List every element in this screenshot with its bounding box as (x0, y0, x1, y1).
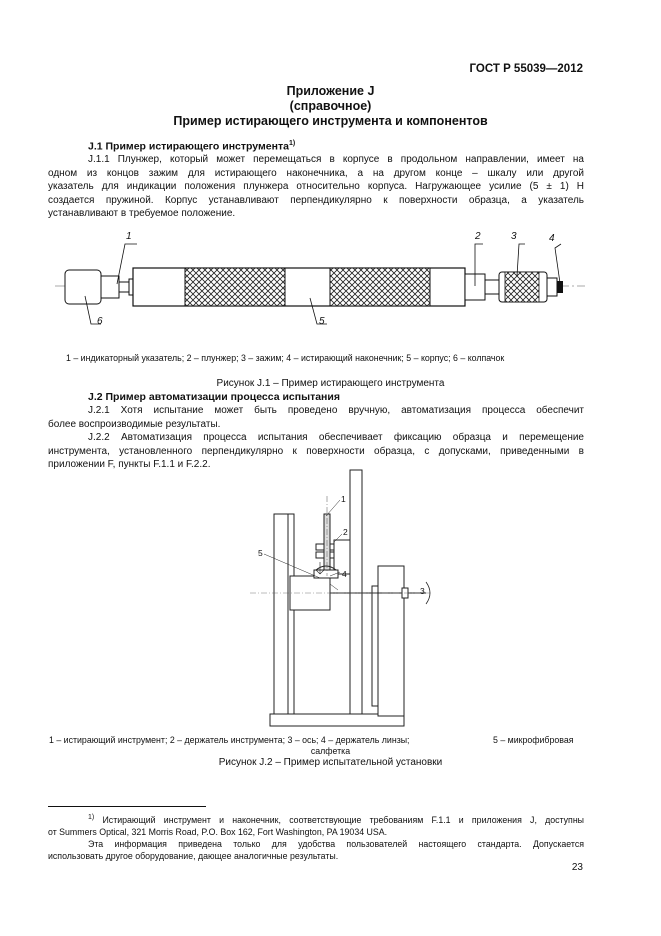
para-line: J.2.1 Хотя испытание может быть проведен… (88, 405, 584, 416)
clamp-part (498, 271, 548, 303)
appendix-title: Приложение J (286, 84, 375, 98)
figure1-legend: 1 – индикаторный указатель; 2 – плунжер;… (66, 353, 505, 363)
para-line: создается пружиной. Корпус устанавливают… (48, 194, 584, 206)
section-j2-paragraph-2: J.2.2 Автоматизация процесса испытания о… (48, 431, 584, 472)
fig1-label-4: 4 (549, 233, 555, 244)
figure2-legend-cont: 5 – микрофибровая (493, 735, 574, 745)
para-line: более воспроизводимые результаты. (48, 418, 221, 430)
section-j1-heading: J.1 Пример истирающего инструмента1) (88, 140, 296, 153)
para-line: J.2.2 Автоматизация процесса испытания о… (88, 432, 584, 443)
cap-part (64, 269, 120, 305)
fig2-label-3: 3 (420, 586, 425, 596)
fig2-label-2: 2 (343, 527, 348, 537)
housing-part (132, 267, 466, 307)
fig2-label-4: 4 (342, 569, 347, 579)
fig1-label-2: 2 (475, 231, 481, 242)
indicator-part (118, 281, 130, 293)
para-line: указатель для индикации положения плунже… (48, 181, 584, 192)
fig1-label-6: 6 (97, 316, 103, 327)
tip-part (546, 277, 558, 297)
page-number: 23 (571, 862, 583, 873)
figure2-caption: Рисунок J.2 – Пример испытательной устан… (218, 757, 443, 768)
para-line: J.1.1 Плунжер, который может перемещатьс… (88, 154, 584, 165)
appendix-subtitle: Пример истирающего инструмента и компоне… (173, 114, 488, 128)
para-line: устанавливают в требуемое положение. (48, 208, 236, 219)
section-j2-heading: J.2 Пример автоматизации процесса испыта… (88, 391, 340, 403)
fig1-label-5: 5 (319, 316, 325, 327)
footnote-text: Истирающий инструмент и наконечник, соот… (102, 814, 585, 825)
footnote-divider (48, 806, 206, 807)
section-j1-paragraph: J.1.1 Плунжер, который может перемещатьс… (48, 153, 584, 221)
figure2-legend-wrap: салфетка (310, 746, 351, 756)
para-line: приложении F, пункты F.1.1 и F.2.2. (48, 459, 211, 470)
section-j2-paragraph-1: J.2.1 Хотя испытание может быть проведен… (48, 404, 584, 431)
fig1-label-3: 3 (511, 231, 517, 242)
footnote-ref: 1) (288, 140, 296, 147)
test-setup-drawing (250, 469, 431, 727)
appendix-type: (справочное) (289, 99, 372, 113)
para-line: инструмента, установленного перпендикуля… (48, 445, 584, 457)
standard-header: ГОСТ Р 55039—2012 (469, 63, 583, 75)
fig2-label-5: 5 (258, 548, 263, 558)
figure2-legend: 1 – истирающий инструмент; 2 – держатель… (49, 735, 410, 745)
figure1-caption: Рисунок J.1 – Пример истирающего инструм… (216, 378, 445, 389)
abrasion-tool-drawing (55, 243, 585, 325)
para-line: одном из концов зажим для истирающего на… (48, 167, 584, 179)
fig1-label-1: 1 (126, 231, 132, 242)
footnote-mark: 1) (88, 814, 95, 821)
footnote-note: Эта информация приведена только для удоб… (88, 838, 584, 849)
footnote-text: от Summers Optical, 321 Morris Road, P.O… (48, 826, 388, 837)
footnote: 1) Истирающий инструмент и наконечник, с… (48, 812, 584, 862)
footnote-note: использовать другое оборудование, дающее… (48, 850, 339, 861)
fig2-label-1: 1 (341, 494, 346, 504)
